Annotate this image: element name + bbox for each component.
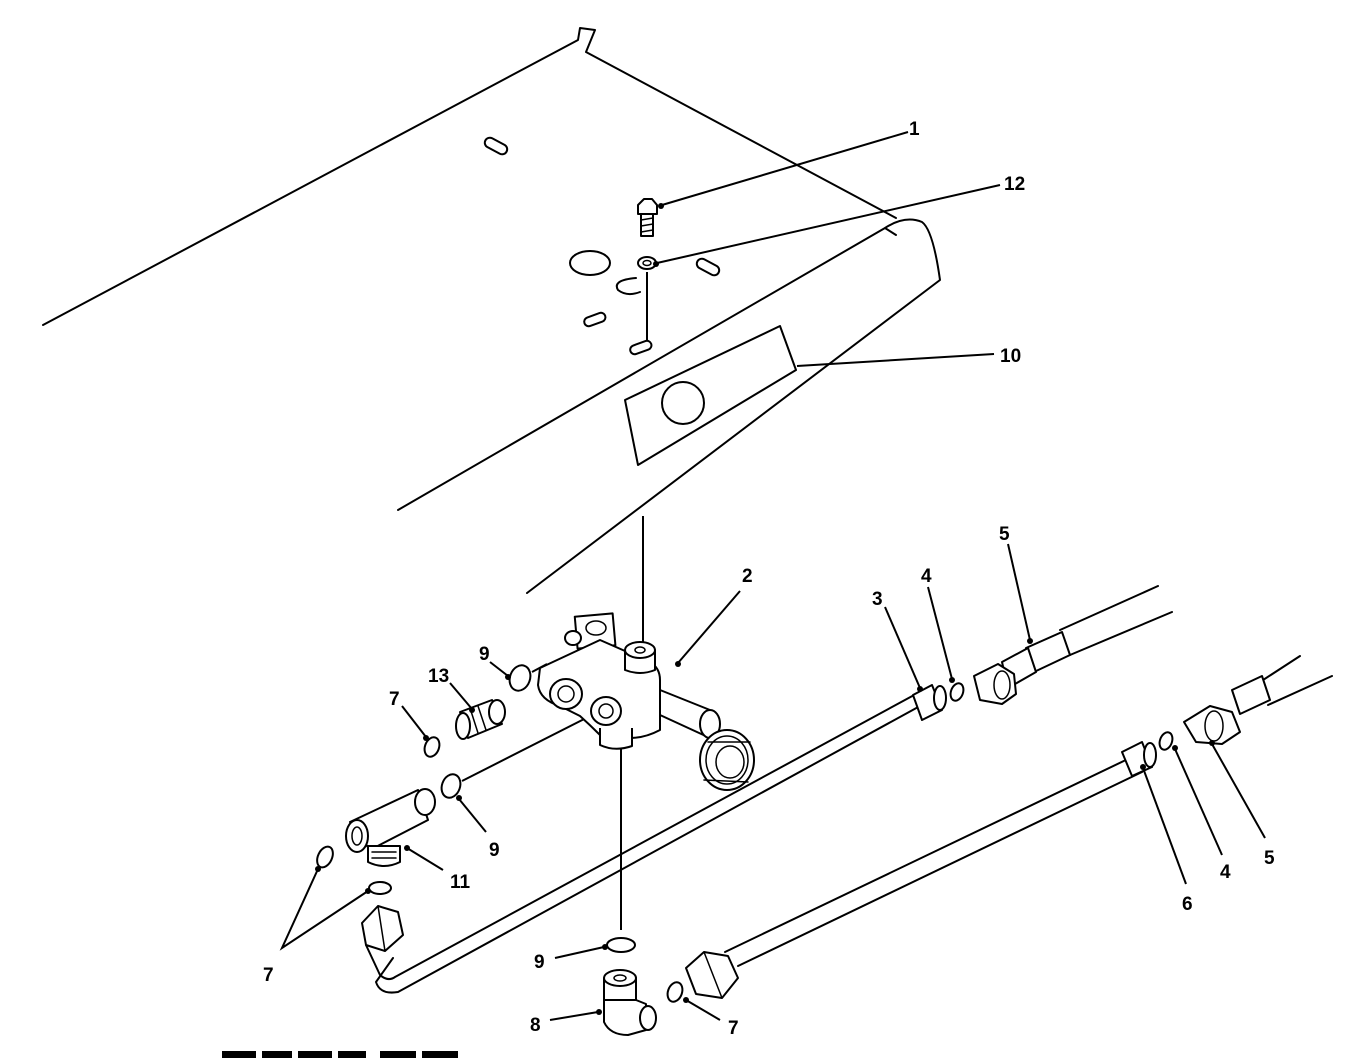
callout-12: 12	[1004, 174, 1025, 195]
hose-assembly	[973, 585, 1173, 705]
lock-washer	[637, 256, 657, 340]
leader-lines	[279, 131, 1266, 1021]
bolt	[637, 198, 658, 237]
o-ring	[368, 881, 392, 895]
callout-4: 4	[1220, 862, 1231, 883]
callout-9: 9	[534, 952, 545, 973]
callout-5: 5	[999, 524, 1010, 545]
callout-13: 13	[428, 666, 449, 687]
callout-6: 6	[1182, 894, 1193, 915]
callout-11: 11	[450, 872, 471, 893]
o-ring	[440, 773, 462, 799]
callout-3: 3	[872, 589, 883, 610]
o-ring	[666, 981, 684, 1003]
o-ring	[606, 937, 636, 953]
plate-slot	[629, 339, 653, 356]
hose-assembly-2	[1183, 655, 1333, 745]
callout-7: 7	[389, 689, 400, 710]
callout-8: 8	[530, 1015, 541, 1036]
tee-fitting	[345, 788, 436, 867]
decal-circle	[661, 381, 705, 425]
plate-slot	[583, 311, 607, 328]
o-ring	[508, 664, 532, 692]
callout-10: 10	[1000, 346, 1021, 367]
callout-9: 9	[479, 644, 490, 665]
callout-5: 5	[1264, 848, 1275, 869]
centerline	[461, 711, 599, 782]
o-ring	[1158, 731, 1174, 751]
mounting-plate	[42, 27, 941, 594]
tube-assembly-2	[685, 741, 1157, 999]
plate-slot	[483, 136, 509, 156]
callout-labels: 1 12 10 2 3 4 5 13 9 7 9 11 7 6 4 5 9 8 …	[263, 119, 1275, 1039]
tube-assembly	[361, 684, 947, 994]
callout-4: 4	[921, 566, 932, 587]
callout-7: 7	[263, 965, 274, 986]
plate-slot	[695, 257, 721, 277]
adapter-fitting	[455, 699, 506, 740]
o-ring	[949, 682, 965, 702]
cropped-title-fragment	[222, 1051, 458, 1058]
elbow-fitting	[603, 969, 657, 1036]
callout-1: 1	[909, 119, 920, 140]
decal-plate	[624, 325, 797, 466]
callout-7: 7	[728, 1018, 739, 1039]
callout-2: 2	[742, 566, 753, 587]
callout-9: 9	[489, 840, 500, 861]
plate-hole	[569, 250, 611, 276]
valve-body	[537, 612, 755, 791]
o-ring	[423, 736, 441, 758]
o-ring	[316, 845, 334, 869]
